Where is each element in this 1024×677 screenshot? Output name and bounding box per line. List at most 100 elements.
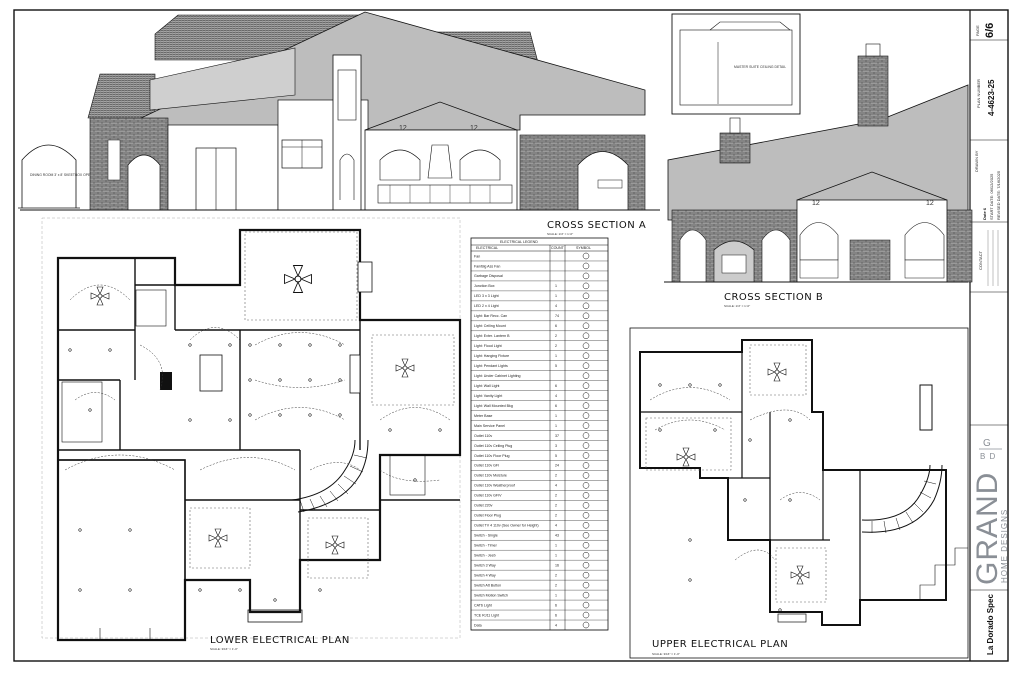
legend-row-count: 1 xyxy=(555,553,557,557)
legend-symbol-icon xyxy=(582,422,590,429)
legend-symbol-icon xyxy=(582,322,590,330)
legend-row-name: Main Service Panel xyxy=(474,424,505,428)
brand-logo: GRAND HOME DESIGNS xyxy=(971,472,1009,585)
legend-row-count: 37 xyxy=(555,434,559,438)
legend-row-name: Switch Motion Switch xyxy=(474,593,508,597)
legend-row-count: 6 xyxy=(555,603,557,607)
legend-row-name: Outlet 110v Weatherproof xyxy=(474,484,515,488)
legend-symbol-icon xyxy=(582,452,590,459)
legend-row-count: 24 xyxy=(555,464,559,468)
legend-symbol-icon xyxy=(582,262,590,270)
upper-electrical-plan: UPPER ELECTRICAL PLAN SCALE: 3/16" = 1'-… xyxy=(629,327,969,659)
legend-row-name: TCE RJ11 Light xyxy=(474,613,499,617)
legend-row-count: 5 xyxy=(555,364,557,368)
legend-row-name: Outlet 110v GFI xyxy=(474,464,499,468)
legend-symbol-icon xyxy=(582,282,590,290)
legend-symbol-icon xyxy=(582,312,590,320)
legend-symbol-icon xyxy=(582,601,590,609)
legend-row-count: 6 xyxy=(555,613,557,617)
legend-symbol-icon xyxy=(582,591,590,599)
page-label: PAGE xyxy=(975,25,980,36)
legend-col-symbol: SYMBOL xyxy=(576,246,591,250)
cross-section-b: 12 12 CROSS SECTION B SCALE: 1/4" = 1'-0… xyxy=(664,43,973,308)
upper-electrical-plan-scale: SCALE: 3/16" = 1'-0" xyxy=(652,652,680,656)
legend-row-count: 1 xyxy=(555,354,557,358)
legend-row-count: 1 xyxy=(555,284,557,288)
legend-symbol-icon xyxy=(582,462,590,469)
legend-row-count: 1 xyxy=(555,593,557,597)
legend-symbol-icon xyxy=(582,362,590,369)
legend-symbol-icon xyxy=(582,372,590,379)
legend-row-count: 6 xyxy=(555,404,557,408)
cross-section-b-title: CROSS SECTION B xyxy=(724,292,823,303)
lower-electrical-plan-title: LOWER ELECTRICAL PLAN xyxy=(210,635,350,646)
svg-text:DINING ROOM 3' x 8' SKEETBOX O: DINING ROOM 3' x 8' SKEETBOX OPENING DET… xyxy=(30,173,111,177)
legend-row-count: 2 xyxy=(555,504,557,508)
legend-row-name: Garbage Disposal xyxy=(474,274,503,278)
pitch-label: 12 xyxy=(399,125,407,132)
legend-symbol-icon xyxy=(582,551,590,559)
legend-row-count: 1 xyxy=(555,294,557,298)
legend-row-count: 1 xyxy=(555,544,557,548)
legend-symbol-icon xyxy=(582,292,590,300)
legend-symbol-icon xyxy=(582,571,590,579)
legend-symbol-icon xyxy=(582,492,590,499)
legend-row-name: Light: Ceiling Mount xyxy=(474,324,506,328)
legend-symbol-icon xyxy=(582,412,590,419)
legend-symbol-icon xyxy=(582,402,590,409)
legend-row-count: 6 xyxy=(555,324,557,328)
revised-date: REVISED DATE: 7/16/2025 xyxy=(996,170,1001,220)
legend-row-count: 2 xyxy=(555,344,557,348)
cross-section-a-title: CROSS SECTION A xyxy=(547,220,646,231)
plan-number: 4-4623-25 xyxy=(987,79,996,116)
date-6-label: Date 6 xyxy=(982,207,987,220)
plan-number-label: PLAN NUMBER xyxy=(976,79,981,108)
legend-row-count: 2 xyxy=(555,583,557,587)
legend-symbol-icon xyxy=(582,342,590,349)
legend-row-name: Light: Wall Light xyxy=(474,384,499,388)
legend-row-count: 2 xyxy=(555,514,557,518)
legend-symbol-icon xyxy=(582,302,590,310)
legend-col-electrical: ELECTRICAL xyxy=(476,246,498,250)
legend-row-name: Light: Vanity Light xyxy=(474,394,502,398)
legend-symbol-icon xyxy=(582,332,590,340)
lower-electrical-plan-scale: SCALE: 3/16" = 1'-0" xyxy=(210,647,238,651)
legend-row-name: Outlet 110v xyxy=(474,434,492,438)
legend-row-count: 4 xyxy=(555,623,557,627)
legend-row-count: 74 xyxy=(555,314,559,318)
brand-name: GRAND xyxy=(971,472,1004,585)
legend-row-count: 6 xyxy=(555,384,557,388)
legend-symbol-icon xyxy=(582,541,590,549)
pitch-label: 12 xyxy=(926,200,934,207)
legend-symbol-icon xyxy=(582,432,590,439)
legend-symbol-icon xyxy=(582,561,590,569)
legend-row-count: 2 xyxy=(555,494,557,498)
legend-row-name: Data xyxy=(474,623,482,627)
legend-row-name: Junction Box xyxy=(474,284,495,288)
cross-section-a: DINING ROOM 3' x 8' SKEETBOX OPENING DET… xyxy=(18,11,660,236)
legend-row-name: Light: Flood Light xyxy=(474,344,502,348)
legend-row-name: Outlet 110v Moisture xyxy=(474,474,507,478)
legend-row-name: Light: Exter. Lantern B xyxy=(474,334,510,338)
legend-symbol-icon xyxy=(582,252,590,260)
brand-monogram: G B D xyxy=(979,438,1002,461)
legend-symbol-icon xyxy=(582,272,590,280)
cross-section-a-scale: SCALE: 1/4" = 1'-0" xyxy=(547,232,573,236)
dining-detail-label: DINING ROOM 3' x 8' SKEETBOX OPENING DET… xyxy=(30,173,111,177)
legend-symbol-icon xyxy=(582,522,590,529)
svg-text:G: G xyxy=(983,438,992,449)
brand-subtitle: HOME DESIGNS xyxy=(1000,509,1009,583)
legend-row-name: Switch - Jeeb xyxy=(474,553,496,557)
legend-row-count: 5 xyxy=(555,454,557,458)
legend-row-name: Meter Base xyxy=(474,414,492,418)
lower-electrical-plan: LOWER ELECTRICAL PLAN SCALE: 3/16" = 1'-… xyxy=(41,217,462,651)
legend-row-name: LED 2 x 4 Light xyxy=(474,304,499,308)
master-suite-ceiling-detail: MASTER SUITE CEILING DETAIL xyxy=(671,13,801,115)
legend-symbol-icon xyxy=(582,352,590,359)
svg-text:B D: B D xyxy=(980,452,996,461)
legend-row-name: Outlet Floor Plug xyxy=(474,514,501,518)
legend-row-name: Light: Hanging Fixture xyxy=(474,354,509,358)
legend-row-name: Light: Pendant Lights xyxy=(474,364,508,368)
legend-row-count: 4 xyxy=(555,484,557,488)
